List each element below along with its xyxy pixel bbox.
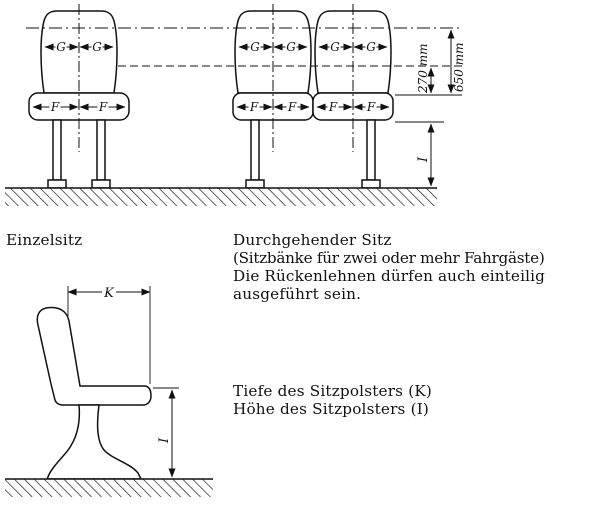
dim-i-front-label: I xyxy=(416,156,431,163)
f-dimension-label: F xyxy=(50,100,60,114)
ground-hatching-front xyxy=(5,188,437,206)
side-seat-pedestal xyxy=(45,404,143,480)
f-dimension-label: F xyxy=(366,100,376,114)
g-dimension-label: G xyxy=(286,40,296,54)
caption-height-note: Höhe des Sitzpolsters (I) xyxy=(233,400,429,418)
f-dimension-label: F xyxy=(287,100,297,114)
caption-bench-title: Durchgehender Sitz xyxy=(233,231,392,249)
f-dimension-label: F xyxy=(98,100,108,114)
seat-leg xyxy=(52,119,62,181)
ground-hatching-side xyxy=(5,479,213,497)
g-dimension-label: G xyxy=(330,40,340,54)
dim-270-label: 270 mm xyxy=(416,44,430,94)
g-dimension-label: G xyxy=(56,40,66,54)
g-dimension-label: G xyxy=(250,40,260,54)
side-view: K I xyxy=(5,285,213,497)
g-dimension-label: G xyxy=(366,40,376,54)
seat-foot xyxy=(47,179,67,189)
front-view: G G G G G G F F F F F F xyxy=(5,4,466,206)
f-dimension-label: F xyxy=(249,100,259,114)
k-dimension-label: K xyxy=(103,286,115,301)
seat-leg xyxy=(96,119,106,181)
g-dimensions: G G G G G G xyxy=(44,40,388,54)
center-lines xyxy=(26,4,462,152)
seat-foot xyxy=(245,179,265,189)
caption-bench-line2: (Sitzbänke für zwei oder mehr Fahrgäste) xyxy=(233,249,545,267)
caption-depth-note: Tiefe des Sitzpolsters (K) xyxy=(233,382,432,400)
seat-foot xyxy=(361,179,381,189)
seat-foot xyxy=(91,179,111,189)
seat-leg xyxy=(366,119,376,181)
caption-einzelsitz: Einzelsitz xyxy=(6,231,82,249)
caption-bench-line3: Die Rückenlehnen dürfen auch einteilig xyxy=(233,267,545,285)
g-dimension-label: G xyxy=(92,40,102,54)
height-dimensions: 650 mm 270 mm I xyxy=(395,29,466,187)
k-dimension: K xyxy=(67,285,151,384)
captions: Einzelsitz Durchgehender Sitz (Sitzbänke… xyxy=(6,231,545,418)
dim-650-label: 650 mm xyxy=(452,43,466,92)
i-dimension-label: I xyxy=(157,437,172,444)
seat-legs xyxy=(47,119,381,189)
caption-bench-line4: ausgeführt sein. xyxy=(233,285,361,303)
seat-leg xyxy=(250,119,260,181)
side-seat-body xyxy=(36,306,152,406)
f-dimension-label: F xyxy=(328,100,338,114)
i-dimension-side: I xyxy=(153,387,179,478)
f-dimensions: F F F F F F xyxy=(32,100,390,114)
